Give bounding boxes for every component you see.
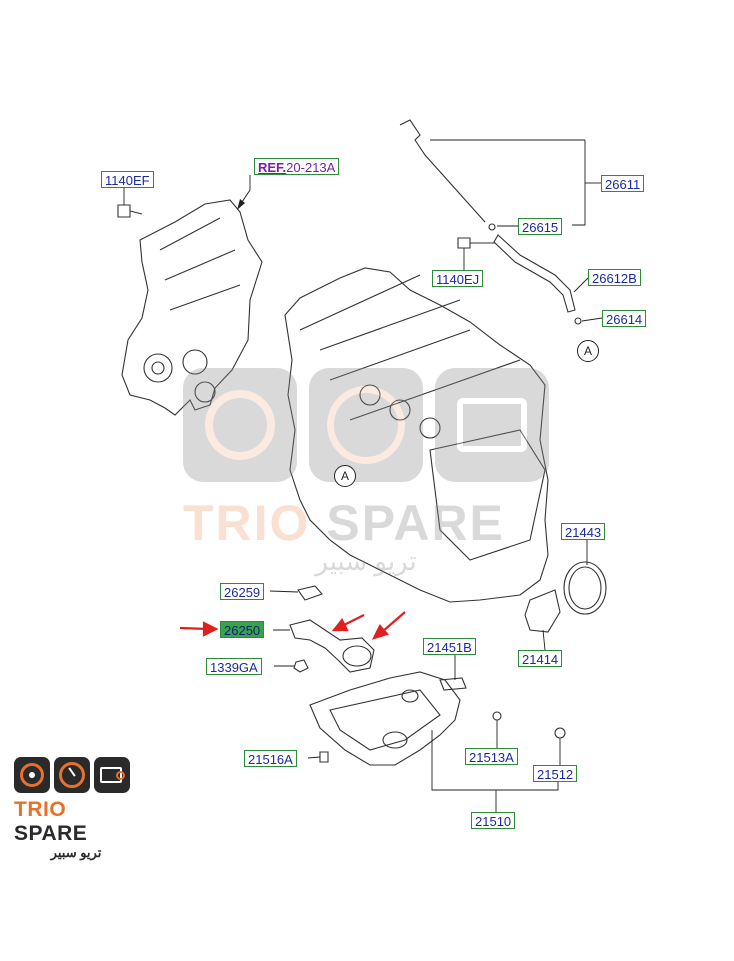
oil-pan <box>309 671 461 766</box>
logo-arabic: تريو سبير <box>50 845 102 860</box>
bolt-21516a <box>319 751 329 763</box>
highlight-arrows <box>179 611 406 640</box>
gauge-icon <box>14 757 50 793</box>
label-21443[interactable]: 21443 <box>561 523 606 540</box>
logo-brand-dark: SPARE <box>14 822 88 845</box>
label-21513a[interactable]: 21513A <box>465 748 518 765</box>
nut-1339ga <box>293 659 309 673</box>
label-21512[interactable]: 21512 <box>533 765 578 782</box>
marker-a-top: A <box>577 340 599 362</box>
label-26259[interactable]: 26259 <box>220 583 265 600</box>
logo-brand-orange: TRIO <box>14 798 67 821</box>
engine-icon <box>94 757 130 793</box>
label-21451b[interactable]: 21451B <box>423 638 476 655</box>
label-21510[interactable]: 21510 <box>471 812 516 829</box>
sensor-21451b <box>439 677 467 691</box>
label-1140ej[interactable]: 1140EJ <box>432 270 484 287</box>
bolt-1140ef <box>117 204 143 218</box>
label-1339ga[interactable]: 1339GA <box>206 658 262 675</box>
washer <box>492 711 502 721</box>
label-21414[interactable]: 21414 <box>518 650 563 667</box>
speedometer-icon <box>54 757 90 793</box>
label-26612b[interactable]: 26612B <box>588 269 641 286</box>
label-1140ef[interactable]: 1140EF <box>101 171 154 188</box>
label-26611[interactable]: 26611 <box>601 175 645 192</box>
dipstick <box>399 119 486 223</box>
label-26615[interactable]: 26615 <box>518 218 563 235</box>
dipstick-tube <box>493 234 576 313</box>
engine-block <box>284 267 549 603</box>
timing-cover <box>121 199 263 416</box>
ref-value: 20-213A <box>286 160 336 175</box>
label-21516a[interactable]: 21516A <box>244 750 297 767</box>
oil-strainer <box>289 619 375 673</box>
gasket-26259 <box>297 585 323 601</box>
ref-label[interactable]: REF.20-213A <box>254 158 340 175</box>
cover-21414 <box>524 589 561 633</box>
gasket-21443 <box>563 561 607 615</box>
label-26614[interactable]: 26614 <box>602 310 647 327</box>
brand-logo: TRIO SPARE تريو سبير <box>14 757 138 861</box>
ref-prefix: REF. <box>258 160 287 175</box>
drain-plug <box>554 727 566 739</box>
marker-a-block: A <box>334 465 356 487</box>
label-26250[interactable]: 26250 <box>220 621 265 638</box>
